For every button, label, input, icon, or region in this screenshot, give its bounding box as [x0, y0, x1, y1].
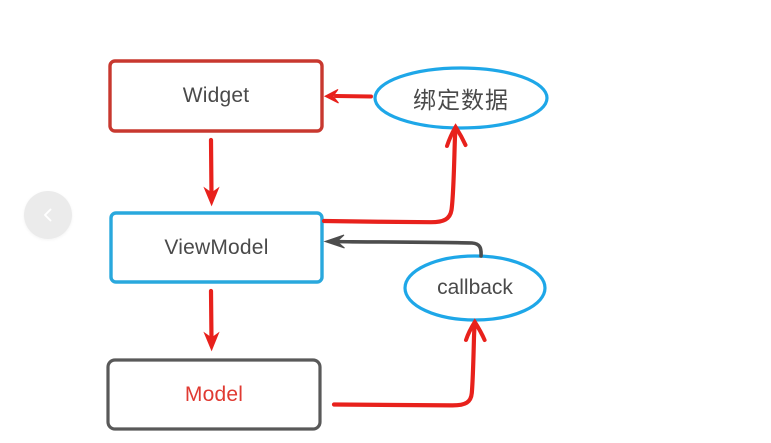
node-model-shape[interactable] — [106, 358, 322, 431]
edge-viewmodel-to-bind-data — [321, 123, 468, 225]
edge-callback-to-viewmodel — [323, 234, 483, 258]
edge-bind-data-to-widget — [323, 89, 373, 104]
node-widget-shape[interactable] — [108, 59, 324, 133]
edge-viewmodel-to-model — [203, 288, 220, 352]
previous-image-button[interactable] — [24, 191, 72, 239]
node-viewmodel-shape[interactable] — [109, 211, 324, 284]
chevron-left-icon — [38, 205, 58, 225]
edge-widget-to-viewmodel — [203, 137, 220, 207]
edge-model-to-callback — [331, 318, 487, 408]
node-callback-shape[interactable] — [403, 254, 547, 322]
node-bind-data-shape[interactable] — [373, 66, 549, 130]
